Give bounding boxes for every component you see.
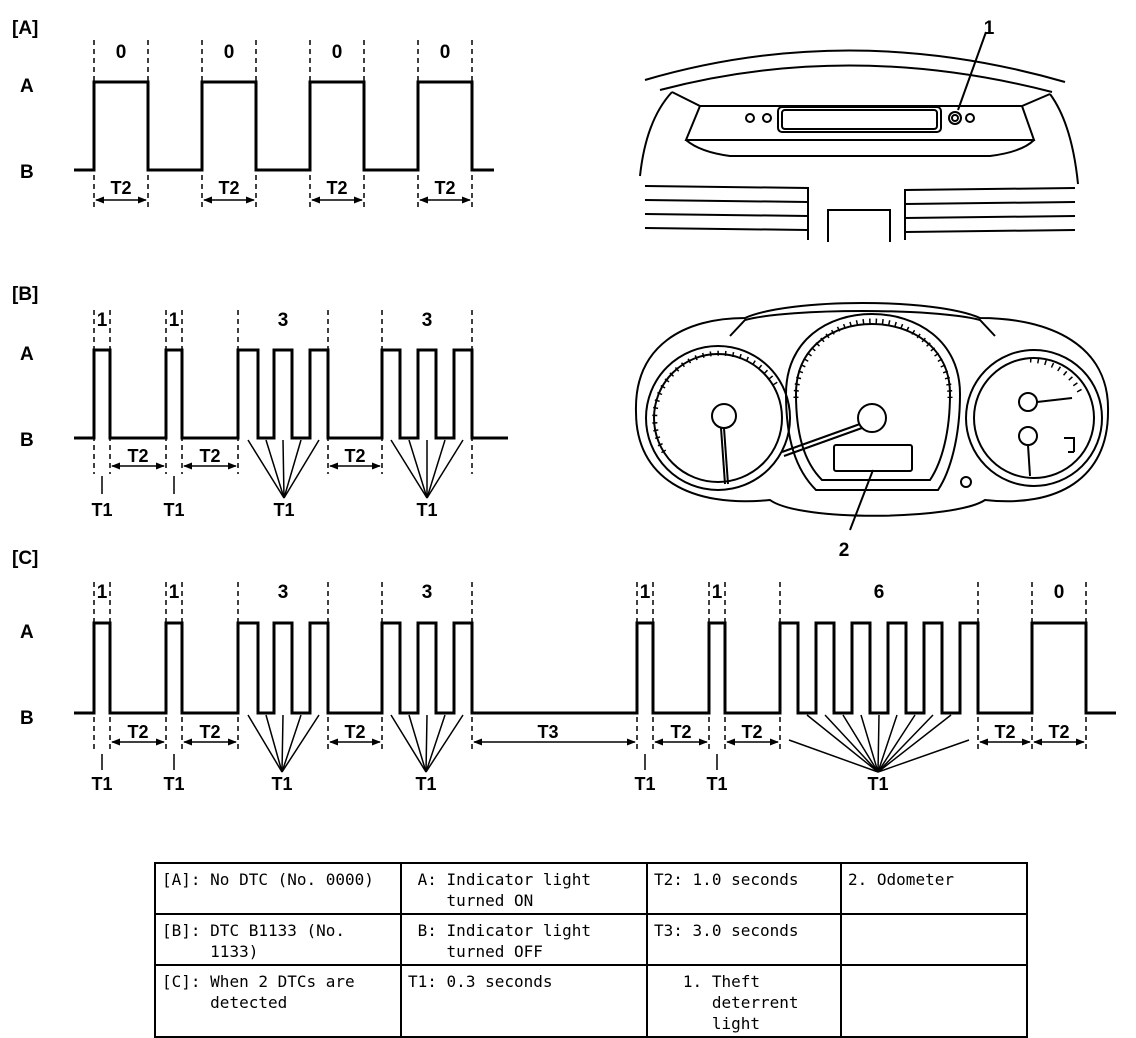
instrument-cluster-illustration [634, 302, 1110, 531]
legend-text: 0.3 seconds [446, 972, 553, 991]
t1-label: T1 [415, 774, 436, 794]
level-label-a: A [20, 344, 34, 365]
legend-text: When 2 DTCs are detected [210, 972, 355, 1012]
legend-key: B: [408, 921, 437, 940]
t3-label: T3 [537, 722, 558, 742]
level-label-b: B [20, 162, 34, 183]
legend-text: Indicator light turned ON [446, 870, 592, 910]
level-label-a: A [20, 76, 34, 97]
level-label-b: B [20, 430, 34, 451]
t1-label: T1 [91, 500, 112, 520]
legend-key: [C]: [162, 972, 201, 991]
section-label-a: [A] [12, 18, 38, 39]
legend-key: T1: [408, 972, 437, 991]
legend-key: [B]: [162, 921, 201, 940]
t1-label: T1 [271, 774, 292, 794]
pulse-count: 3 [422, 582, 433, 603]
legend-cell: [B]: DTC B1133 (No. 1133) [154, 913, 402, 966]
pulse-count: 1 [169, 310, 180, 331]
callout-odometer: 2 [839, 540, 850, 561]
t2-label: T2 [670, 722, 691, 742]
legend-cell: [A]: No DTC (No. 0000) [154, 862, 402, 915]
legend-cell: T1: 0.3 seconds [400, 964, 648, 1038]
pulse-count: 0 [440, 42, 451, 63]
t2-label: T2 [110, 178, 131, 198]
waveform-b [74, 310, 508, 499]
t1-label: T1 [163, 774, 184, 794]
legend-cell: A: Indicator light turned ON [400, 862, 648, 915]
t1-label: T1 [273, 500, 294, 520]
pulse-count: 1 [97, 582, 108, 603]
legend-cell: T2: 1.0 seconds [646, 862, 842, 915]
legend-row: [C]: When 2 DTCs are detected T1: 0.3 se… [154, 964, 1028, 1038]
legend-row: [B]: DTC B1133 (No. 1133) B: Indicator l… [154, 913, 1028, 966]
t2-label: T2 [434, 178, 455, 198]
pulse-count: 1 [712, 582, 723, 603]
legend-cell [840, 964, 1028, 1038]
t2-label: T2 [994, 722, 1015, 742]
callout-theft-deterrent-light: 1 [984, 18, 995, 39]
t1-label: T1 [91, 774, 112, 794]
section-label-c: [C] [12, 548, 38, 569]
legend-text: 3.0 seconds [692, 921, 799, 940]
legend-text: Odometer [876, 870, 954, 889]
legend-table: [A]: No DTC (No. 0000) A: Indicator ligh… [154, 862, 1028, 1038]
pulse-count: 6 [874, 582, 885, 603]
legend-key: 1. [654, 972, 703, 991]
t2-label: T2 [326, 178, 347, 198]
pulse-count: 3 [278, 582, 289, 603]
legend-key: [A]: [162, 870, 201, 889]
legend-key: 2. [848, 870, 868, 889]
legend-text: Indicator light turned OFF [446, 921, 592, 961]
legend-row: [A]: No DTC (No. 0000) A: Indicator ligh… [154, 862, 1028, 915]
t1-label: T1 [634, 774, 655, 794]
legend-cell [840, 913, 1028, 966]
legend-cell: 1. Theft deterrent light [646, 964, 842, 1038]
legend-key: T2: [654, 870, 683, 889]
legend-text: No DTC (No. 0000) [210, 870, 374, 889]
t1-label: T1 [706, 774, 727, 794]
t2-label: T2 [199, 446, 220, 466]
legend-cell: 2. Odometer [840, 862, 1028, 915]
level-label-b: B [20, 708, 34, 729]
legend-text: Theft deterrent light [711, 972, 799, 1033]
dashboard-illustration [639, 31, 1079, 242]
pulse-count: 0 [224, 42, 235, 63]
t1-label: T1 [416, 500, 437, 520]
section-label-b: [B] [12, 284, 38, 305]
t2-label: T2 [344, 446, 365, 466]
t2-label: T2 [127, 446, 148, 466]
t2-label: T2 [1048, 722, 1069, 742]
t1-label: T1 [163, 500, 184, 520]
pulse-count: 0 [332, 42, 343, 63]
legend-key: A: [408, 870, 437, 889]
t2-label: T2 [344, 722, 365, 742]
t1-label: T1 [867, 774, 888, 794]
pulse-count: 1 [169, 582, 180, 603]
legend-cell: [C]: When 2 DTCs are detected [154, 964, 402, 1038]
legend-text: 1.0 seconds [692, 870, 799, 889]
legend-cell: T3: 3.0 seconds [646, 913, 842, 966]
level-label-a: A [20, 622, 34, 643]
t2-label: T2 [218, 178, 239, 198]
waveform-c [74, 582, 1116, 773]
waveform-a [74, 40, 494, 208]
pulse-count: 3 [422, 310, 433, 331]
t2-label: T2 [127, 722, 148, 742]
legend-cell: B: Indicator light turned OFF [400, 913, 648, 966]
pulse-count: 3 [278, 310, 289, 331]
pulse-count: 1 [97, 310, 108, 331]
legend-text: DTC B1133 (No. 1133) [210, 921, 346, 961]
pulse-count: 0 [1054, 582, 1065, 603]
t2-label: T2 [741, 722, 762, 742]
legend-key: T3: [654, 921, 683, 940]
pulse-count: 1 [640, 582, 651, 603]
pulse-count: 0 [116, 42, 127, 63]
t2-label: T2 [199, 722, 220, 742]
